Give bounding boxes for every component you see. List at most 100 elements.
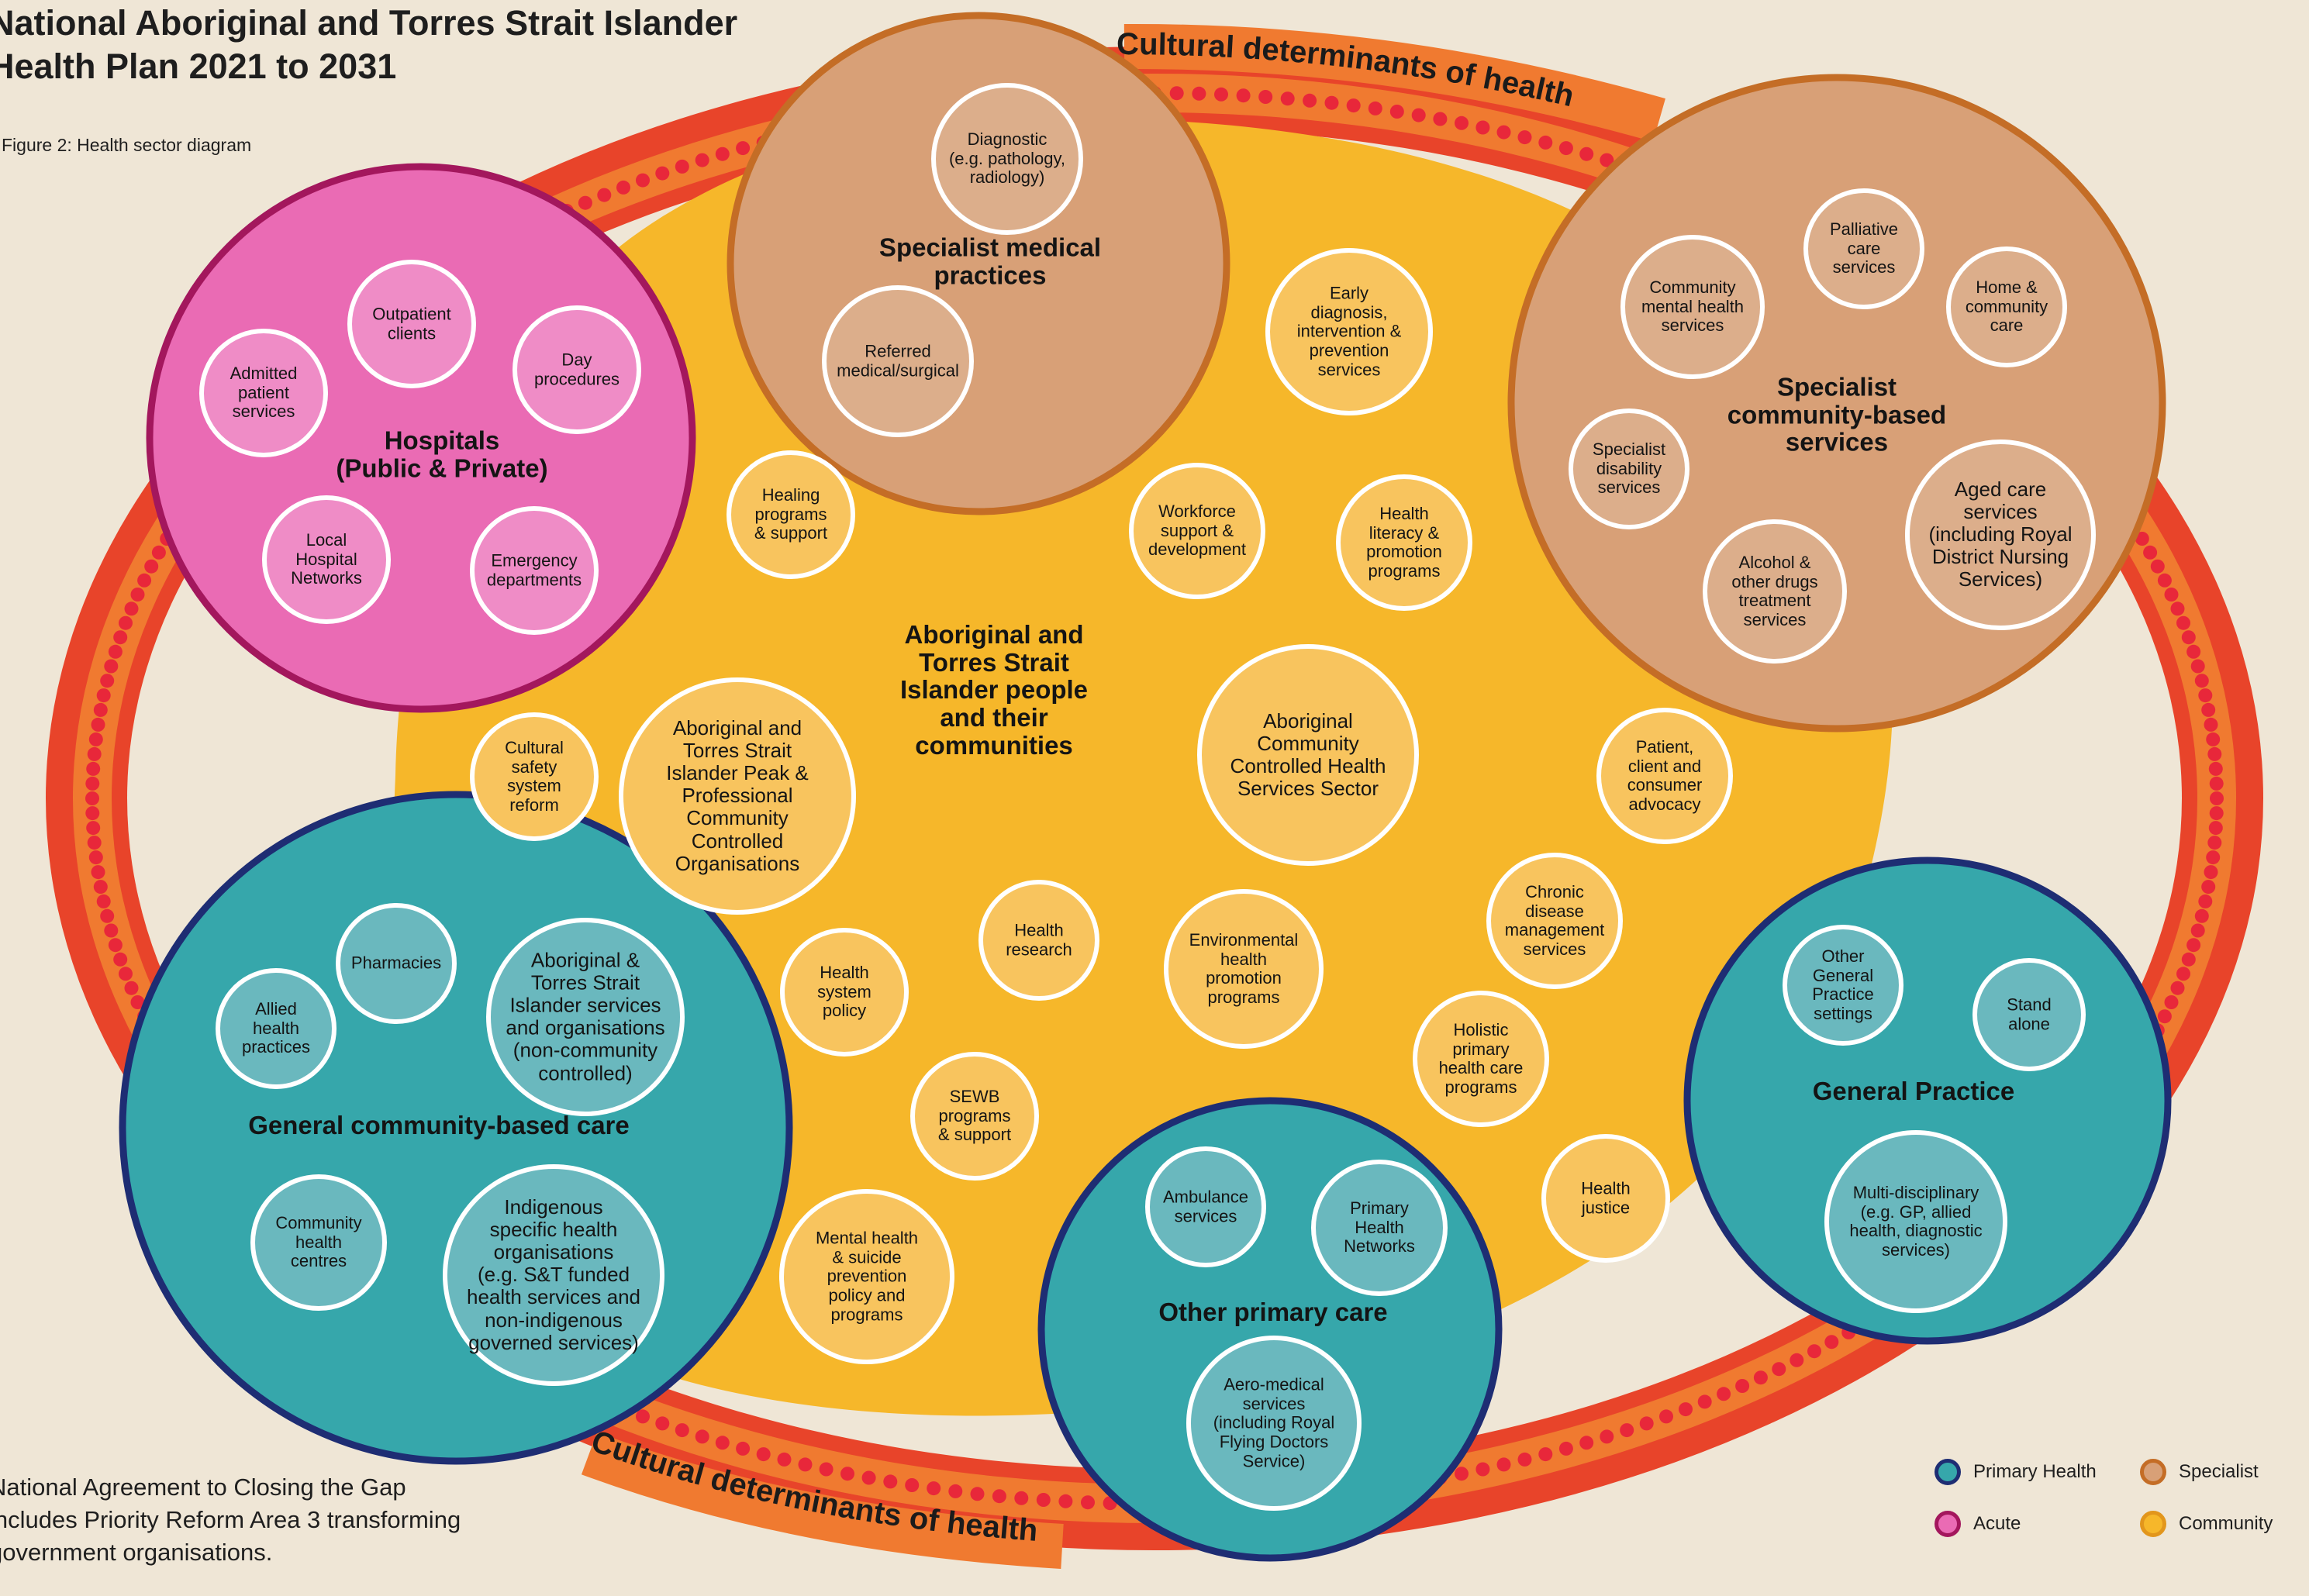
community-centre-item-circle <box>780 928 909 1057</box>
ring-dot <box>1679 1402 1693 1417</box>
ring-dot <box>1639 1416 1654 1431</box>
ring-dot <box>86 821 101 836</box>
footnote: National Agreement to Closing the Gap in… <box>0 1471 461 1569</box>
ring-dot <box>85 791 99 805</box>
ring-dot <box>1368 101 1382 115</box>
ring-dot <box>137 573 152 588</box>
ring-dot <box>1579 147 1594 161</box>
ring-dot <box>2194 908 2209 923</box>
ring-dot <box>1258 90 1273 104</box>
ring-dot <box>1455 1467 1469 1481</box>
ring-dot <box>2176 967 2190 981</box>
ring-dot <box>2164 995 2179 1009</box>
hospitals-item-circle <box>470 506 599 635</box>
legend-item: Community <box>2140 1511 2273 1537</box>
ring-dot <box>2150 559 2165 574</box>
ring-dot <box>2190 923 2205 938</box>
ring-dot <box>2170 602 2185 616</box>
ring-dot <box>1081 1495 1095 1510</box>
ring-dot <box>1538 1447 1553 1462</box>
footnote-line-3: government organisations. <box>0 1539 273 1567</box>
legend-label: Specialist <box>2179 1461 2259 1482</box>
ring-dot <box>1735 1379 1750 1393</box>
ring-dot <box>1303 93 1317 108</box>
specialist-community-item-circle <box>1569 408 1689 529</box>
ring-dot <box>1600 1429 1614 1444</box>
ring-dot <box>1496 1457 1511 1472</box>
ring-dot <box>840 1467 854 1481</box>
ring-dot <box>119 615 133 630</box>
community-centre-item-circle <box>910 1052 1039 1181</box>
hospitals-item-circle <box>347 260 476 388</box>
ring-dot <box>119 967 133 981</box>
ring-dot <box>2181 952 2196 967</box>
specialist-community-item-circle <box>1946 246 2067 367</box>
ring-dot <box>85 806 100 821</box>
community-centre-item-circle <box>1197 644 1419 866</box>
specialist-medical-item-circle <box>931 83 1083 235</box>
legend-label: Primary Health <box>1973 1461 2097 1482</box>
footnote-line-1: National Agreement to Closing the Gap <box>0 1474 406 1501</box>
ring-dot <box>948 1484 963 1498</box>
ring-dot <box>104 659 119 674</box>
community-centre-item-circle <box>1486 853 1623 989</box>
ring-dot <box>636 1409 650 1424</box>
ring-dot <box>2208 761 2223 776</box>
general-community-item-circle <box>216 968 337 1089</box>
page-title: National Aboriginal and Torres Strait Is… <box>0 2 737 89</box>
ring-dot <box>104 923 119 938</box>
ring-dot <box>675 159 689 174</box>
ring-dot <box>1324 95 1339 110</box>
ring-dot <box>970 1487 985 1501</box>
ring-dot <box>2201 702 2216 717</box>
ring-label-top-backing <box>1123 23 1665 142</box>
ring-dot <box>93 880 108 895</box>
community-centre-item-circle <box>779 1189 954 1364</box>
ring-dot <box>905 1478 920 1492</box>
ring-dot <box>883 1474 898 1489</box>
legend-swatch <box>2140 1459 2166 1485</box>
ring-dot <box>2210 791 2224 805</box>
ring-dot <box>2170 981 2185 995</box>
ring-dot <box>636 173 650 188</box>
ring-dot <box>1214 87 1228 102</box>
community-centre-item-circle <box>1164 889 1324 1049</box>
ring-dot <box>88 850 103 865</box>
community-centre-item-circle <box>1129 463 1265 599</box>
ring-dot <box>1389 105 1404 119</box>
legend-label: Acute <box>1973 1513 2021 1534</box>
ring-dot <box>2198 894 2213 908</box>
ring-dot <box>777 1452 792 1467</box>
ring-dot <box>736 1441 751 1456</box>
community-centre-item-circle <box>1596 708 1733 844</box>
ring-dot <box>108 938 123 953</box>
ring-dot <box>108 644 123 659</box>
ring-dot <box>1772 1362 1786 1377</box>
hospitals-item-circle <box>513 305 641 434</box>
specialist-community-item-circle <box>1620 235 1765 379</box>
ring-dot <box>1579 1436 1594 1450</box>
ring-dot <box>861 1470 876 1485</box>
ring-dot <box>1517 130 1532 145</box>
general-community-item-circle <box>250 1174 387 1311</box>
hospitals-item-circle <box>262 495 391 624</box>
legend-label: Community <box>2179 1513 2273 1534</box>
ring-dot <box>1753 1370 1768 1385</box>
ring-dot <box>1475 1462 1490 1477</box>
ring-dot <box>2209 776 2224 791</box>
ring-dot <box>1192 86 1206 101</box>
ring-dot <box>100 674 115 688</box>
ring-dot <box>1558 141 1573 156</box>
ring-dot <box>2201 880 2216 895</box>
ring-dot <box>2208 821 2223 836</box>
title-line-2: Health Plan 2021 to 2031 <box>0 47 397 87</box>
item-circles <box>199 83 2096 1511</box>
ring-dot <box>2204 717 2218 732</box>
community-centre-item-circle <box>1336 474 1472 611</box>
legend-item: Primary Health <box>1935 1459 2097 1485</box>
ring-dot <box>1475 120 1490 135</box>
ring-dot <box>927 1481 941 1496</box>
ring-dot <box>1824 1335 1839 1350</box>
ring-dot <box>1036 1493 1051 1507</box>
